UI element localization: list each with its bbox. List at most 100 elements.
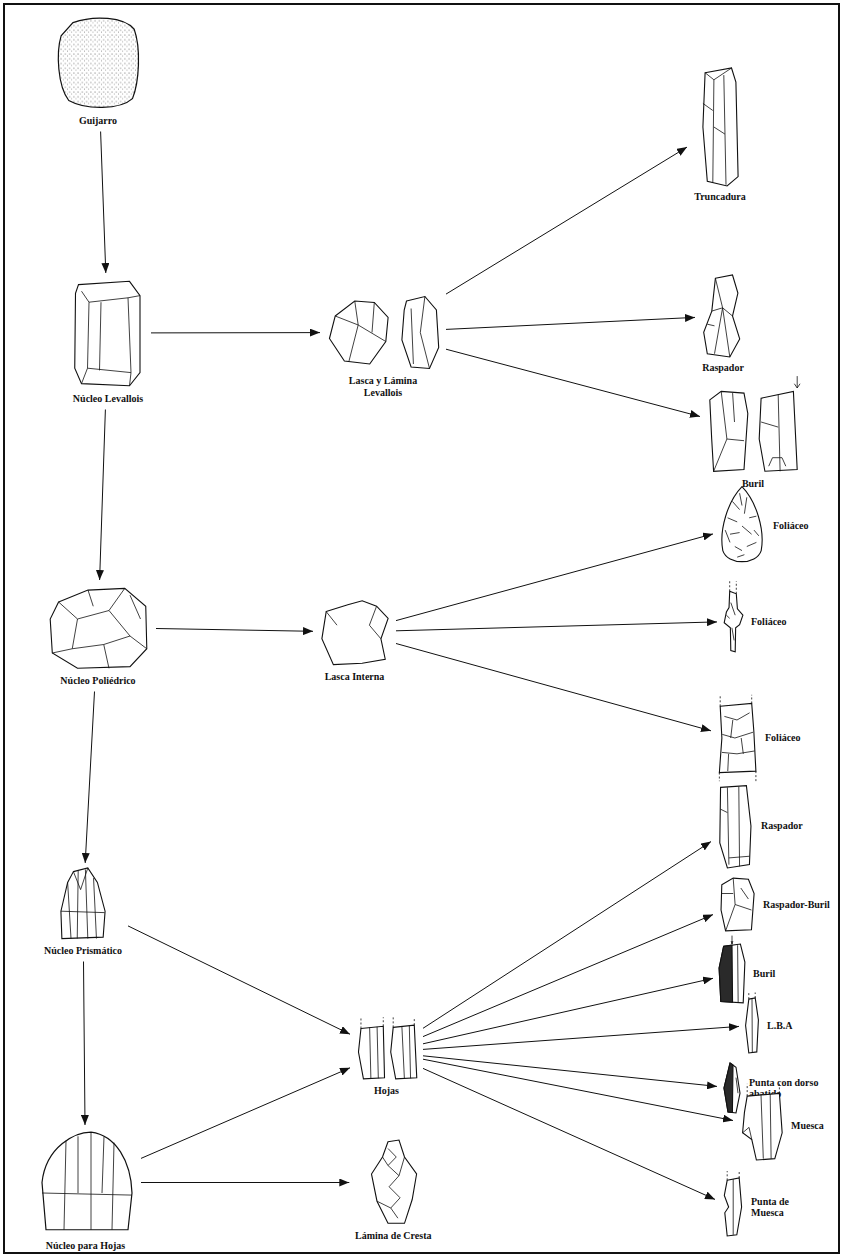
facet-line — [732, 393, 734, 422]
connector-arrow — [423, 842, 711, 1029]
facet-line — [731, 603, 735, 616]
tool-drawing — [720, 1178, 744, 1236]
facet-line — [747, 542, 757, 546]
tool-drawing — [722, 590, 744, 653]
facet-line — [729, 581, 730, 591]
facet-line — [390, 1025, 416, 1079]
facet-line — [727, 754, 729, 771]
facet-line — [377, 1027, 378, 1079]
facet-line — [72, 636, 130, 649]
facet-line — [796, 376, 797, 388]
tool-drawing — [718, 485, 766, 567]
tool-figure: Raspador-Buril — [716, 875, 833, 934]
facet-line — [794, 384, 800, 388]
facet-line — [720, 695, 721, 707]
connector-arrow — [423, 1059, 733, 1120]
tool-drawing — [738, 1092, 784, 1160]
tool-drawing — [46, 585, 151, 670]
facet-line — [730, 533, 740, 535]
facet-line — [103, 645, 108, 669]
tool-label: Lasca y Lámina Levallois — [338, 375, 428, 398]
connector-arrow — [446, 147, 687, 294]
connector-arrow — [84, 962, 86, 1126]
facet-line — [755, 771, 756, 781]
facet-line — [747, 1084, 748, 1096]
connector-arrow — [396, 644, 711, 731]
tool-label: Buril — [753, 968, 775, 980]
tool-figure: Núcleo para Hojas — [33, 1128, 138, 1254]
tool-figure: Punta de Muesca — [718, 1176, 804, 1238]
tool-figure: Muesca — [736, 1090, 827, 1162]
connector-arrow — [141, 1068, 350, 1159]
facet-line — [335, 301, 358, 325]
facet-line — [102, 1136, 104, 1193]
tool-label: Punta de Muesca — [751, 1196, 801, 1219]
facet-line — [719, 773, 720, 782]
facet-line — [736, 581, 737, 594]
tool-drawing — [716, 702, 758, 774]
facet-line — [50, 588, 147, 668]
facet-line — [722, 732, 753, 738]
tool-drawing — [706, 388, 801, 473]
tool-label: Raspador — [761, 820, 803, 832]
facet-line — [130, 595, 141, 619]
tool-drawing — [701, 275, 746, 357]
facet-line — [89, 296, 140, 303]
tool-figure: Raspador — [714, 782, 806, 870]
connector-arrow — [423, 978, 713, 1044]
facet-line — [702, 103, 712, 110]
tool-label: Núcleo para Hojas — [46, 1240, 125, 1252]
facet-line — [741, 738, 743, 754]
facet-line — [707, 324, 714, 326]
connector-arrow — [128, 926, 350, 1034]
facet-line — [722, 751, 755, 754]
facet-line — [90, 1132, 91, 1230]
tool-drawing — [326, 295, 441, 370]
facet-line — [358, 1026, 384, 1079]
facet-line — [74, 281, 139, 386]
tool-figure: Lámina de Cresta — [352, 1138, 434, 1244]
facet-line — [733, 1179, 734, 1235]
connector-arrow — [446, 349, 700, 416]
facet-line — [724, 1178, 741, 1236]
tool-figure: Lasca Interna — [316, 596, 393, 685]
tool-figure: Foliáceo — [720, 588, 790, 655]
facet-line — [713, 391, 726, 471]
connector-arrow — [151, 332, 320, 333]
facet-line — [326, 612, 337, 626]
tool-label: Guijarro — [79, 115, 117, 127]
facet-line — [740, 493, 742, 505]
facet-line — [722, 487, 762, 562]
tool-label: Núcleo Prismático — [44, 945, 122, 957]
facet-line — [724, 713, 749, 720]
tool-drawing — [366, 1140, 421, 1225]
facet-line — [42, 1193, 132, 1195]
facet-line — [737, 945, 739, 1003]
facet-line — [724, 1063, 733, 1112]
facet-line — [743, 1127, 752, 1139]
tool-figure: L.B.A — [742, 996, 796, 1055]
facet-line — [722, 308, 729, 357]
facet-line — [759, 391, 797, 471]
facet-line — [743, 1093, 783, 1160]
facet-line — [727, 787, 729, 864]
tool-drawing — [693, 68, 748, 186]
facet-line — [413, 1017, 414, 1025]
connector-arrow — [85, 692, 94, 864]
facet-line — [411, 309, 413, 365]
facet-line — [770, 1094, 772, 1159]
tool-label: Buril — [742, 478, 764, 490]
facet-line — [420, 297, 429, 369]
tool-figure: Foliáceo — [714, 700, 804, 776]
facet-line — [702, 68, 737, 186]
facet-line — [94, 878, 97, 938]
facet-line — [726, 615, 729, 618]
tool-drawing — [71, 278, 146, 388]
connector-arrow — [141, 1182, 349, 1183]
facet-line — [778, 395, 780, 472]
tool-label: Foliáceo — [765, 732, 801, 744]
facet-line — [726, 878, 736, 931]
facet-line — [321, 601, 387, 665]
facet-line — [377, 1201, 391, 1208]
tool-label: Raspador-Buril — [763, 899, 830, 911]
